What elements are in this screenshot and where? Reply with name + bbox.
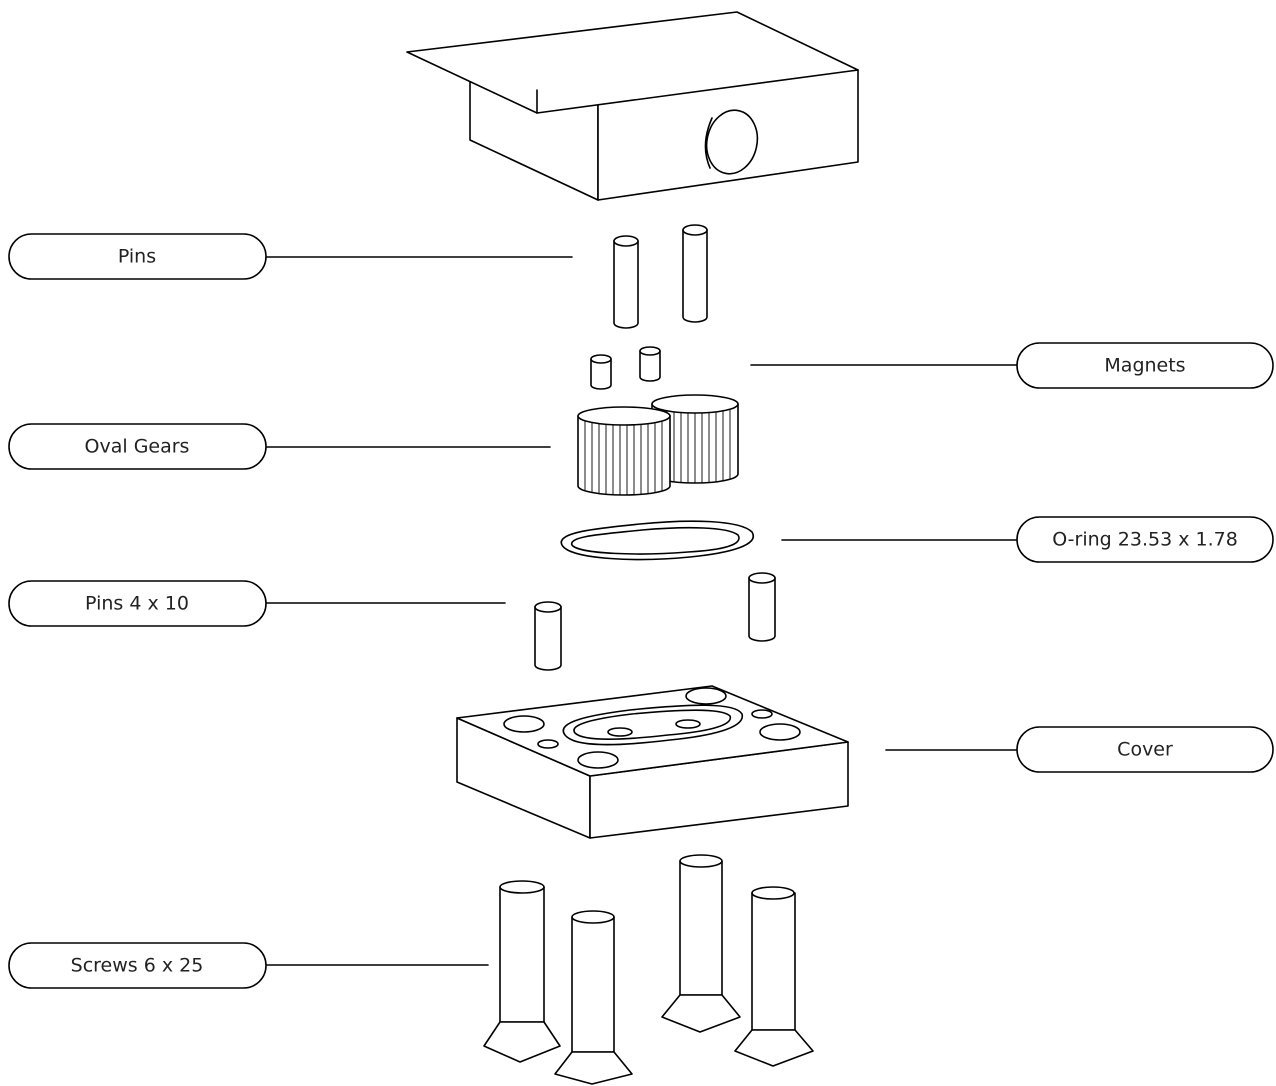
label-pins-4x10: Pins 4 x 10 [8, 580, 267, 627]
cover-part [456, 685, 849, 839]
housing-part [406, 11, 859, 201]
label-pins: Pins [8, 233, 267, 280]
label-cover: Cover [1016, 726, 1274, 773]
oval-gears-part [577, 394, 739, 496]
label-pins-text: Pins [118, 246, 156, 268]
label-screws-text: Screws 6 x 25 [71, 955, 204, 977]
leader-lines [265, 256, 1018, 966]
magnets-part [590, 346, 661, 390]
pins-part [613, 224, 708, 329]
label-magnets: Magnets [1016, 342, 1274, 389]
label-oval-gears-text: Oval Gears [85, 436, 190, 458]
label-magnets-text: Magnets [1104, 355, 1185, 377]
label-pins-4x10-text: Pins 4 x 10 [85, 593, 189, 615]
label-o-ring-text: O-ring 23.53 x 1.78 [1052, 529, 1238, 551]
screws-part [483, 854, 814, 1085]
label-o-ring: O-ring 23.53 x 1.78 [1016, 516, 1274, 563]
label-oval-gears: Oval Gears [8, 423, 267, 470]
label-cover-text: Cover [1117, 739, 1173, 761]
label-screws: Screws 6 x 25 [8, 942, 267, 989]
pins-4x10-part [534, 572, 776, 671]
o-ring-part [560, 520, 755, 561]
